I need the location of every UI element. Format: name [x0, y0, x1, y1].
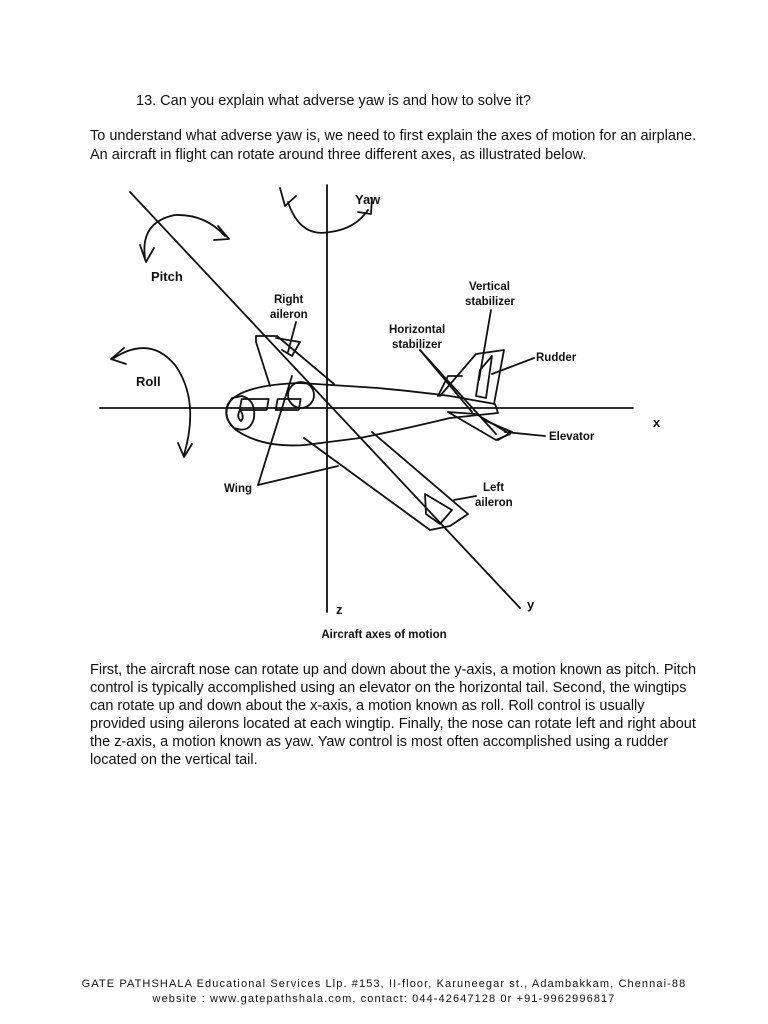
page-footer: GATE PATHSHALA Educational Services Llp.…: [0, 977, 768, 1007]
right-aileron: [275, 337, 301, 357]
right-aileron-label: Right: [274, 294, 304, 306]
y-axis-line: [129, 191, 521, 609]
roll-label: Roll: [136, 374, 161, 389]
body-paragraph: First, the aircraft nose can rotate up a…: [90, 662, 697, 768]
z-axis-label: z: [336, 602, 343, 617]
right-aileron-label: aileron: [270, 309, 308, 321]
pitch-rotation-arrow: [143, 214, 226, 259]
rudder: [475, 355, 493, 399]
left-aileron-label: aileron: [475, 497, 513, 509]
cabin-window: [238, 398, 270, 411]
elevator: [483, 419, 513, 441]
right-wing: [255, 335, 335, 387]
intro-paragraph: To understand what adverse yaw is, we ne…: [90, 128, 697, 163]
pitch-label: Pitch: [151, 269, 183, 284]
y-axis-label: y: [527, 597, 535, 612]
cockpit-canopy: [287, 381, 315, 409]
vertical-stabilizer-label: stabilizer: [465, 296, 515, 308]
horizontal-stabilizer-left: [437, 375, 463, 397]
yaw-rotation-arrow: [287, 201, 369, 234]
footer-contact: website : www.gatepathshala.com, contact…: [152, 993, 616, 1005]
propeller-spinner: [225, 395, 256, 431]
footer-address: GATE PATHSHALA Educational Services Llp.…: [81, 978, 687, 990]
wing-label: Wing: [224, 483, 252, 495]
rudder-label: Rudder: [536, 352, 577, 364]
elevator-label: Elevator: [549, 431, 595, 443]
roll-rotation-arrow: [113, 347, 192, 456]
left-aileron: [424, 493, 453, 525]
yaw-label: Yaw: [355, 192, 381, 207]
figure-caption: Aircraft axes of motion: [321, 629, 447, 641]
question-heading: 13. Can you explain what adverse yaw is …: [136, 93, 531, 109]
horizontal-stabilizer-label: Horizontal: [389, 324, 445, 336]
x-axis-label: x: [653, 415, 661, 430]
vertical-stabilizer-label: Vertical: [469, 281, 510, 293]
left-aileron-label: Left: [483, 482, 504, 494]
horizontal-stabilizer-label: stabilizer: [392, 339, 442, 351]
cabin-window: [274, 398, 302, 411]
left-wing: [303, 431, 469, 531]
aircraft-axes-diagram: Yaw Pitch Roll Right aileron Vertical st…: [99, 184, 661, 617]
fuselage: [225, 382, 499, 447]
vertical-stabilizer: [439, 349, 505, 405]
